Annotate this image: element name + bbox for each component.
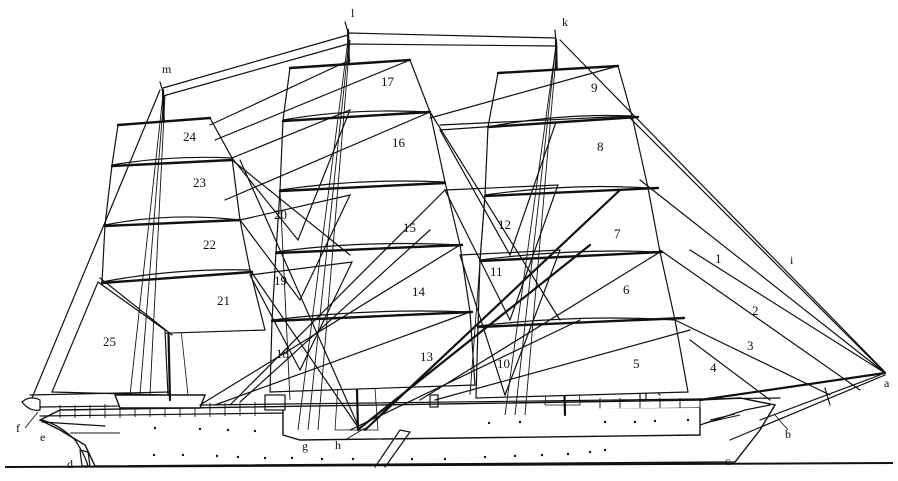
point-label-a: a (884, 376, 890, 390)
sail-label-17: 17 (381, 74, 395, 89)
point-label-e: e (40, 430, 45, 444)
sail-label-25: 25 (103, 334, 116, 349)
bowsprit (698, 371, 887, 441)
sail-label-2: 2 (752, 303, 759, 318)
sail-label-21: 21 (217, 293, 230, 308)
rigging (129, 32, 691, 432)
sail-label-1: 1 (715, 251, 722, 266)
sail-label-15: 15 (403, 220, 416, 235)
point-label-k: k (562, 15, 568, 29)
sail-number-labels: 1 2 3 4 5 6 7 8 9 10 11 12 13 14 15 16 1… (103, 74, 759, 375)
sail-label-16: 16 (392, 135, 406, 150)
sail-label-6: 6 (623, 282, 630, 297)
point-letter-labels: a b c d e f g h i k l m (16, 6, 890, 471)
fore-sails (475, 64, 689, 399)
hull (21, 374, 781, 468)
sail-label-7: 7 (614, 226, 621, 241)
mizzen-sails (100, 116, 266, 336)
point-label-g: g (302, 439, 308, 453)
spanker-gaff (99, 277, 173, 336)
sail-label-14: 14 (412, 284, 426, 299)
sail-label-3: 3 (747, 338, 754, 353)
sail-label-12: 12 (498, 217, 511, 232)
point-label-i: i (790, 253, 794, 267)
sail-label-4: 4 (710, 360, 717, 375)
point-label-f: f (16, 421, 20, 435)
spanker-sail (51, 281, 169, 396)
sail-label-9: 9 (591, 80, 598, 95)
portholes (152, 418, 690, 461)
label-leader-lines (24, 411, 789, 441)
spanker-boom (29, 391, 171, 396)
sail-label-13: 13 (420, 349, 433, 364)
point-label-l: l (351, 6, 355, 20)
main-sails (269, 58, 476, 393)
sail-label-22: 22 (203, 237, 216, 252)
point-label-c: c (725, 454, 730, 468)
staysails (231, 39, 886, 401)
sail-label-8: 8 (597, 139, 604, 154)
sail-label-19: 19 (274, 273, 287, 288)
point-label-m: m (162, 62, 172, 76)
sail-label-23: 23 (193, 175, 206, 190)
sail-label-5: 5 (633, 356, 640, 371)
sail-label-11: 11 (490, 264, 503, 279)
point-label-h: h (335, 438, 341, 452)
sail-label-24: 24 (183, 129, 197, 144)
sail-label-10: 10 (497, 356, 510, 371)
point-label-b: b (785, 427, 791, 441)
sail-label-18: 18 (276, 346, 289, 361)
point-label-d: d (67, 457, 73, 471)
sail-label-20: 20 (274, 207, 287, 222)
